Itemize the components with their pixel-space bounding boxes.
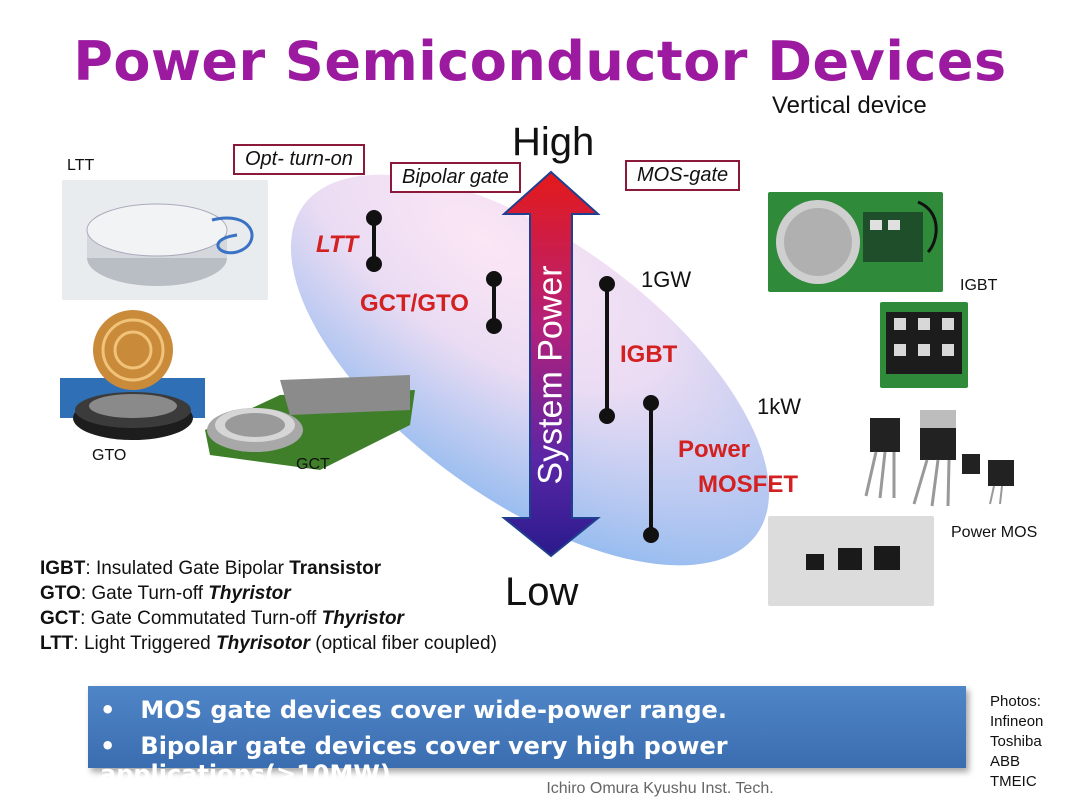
power-level-1kw: 1kW xyxy=(757,394,801,419)
mosfet-range-bar xyxy=(643,395,659,543)
igbt-device-label: IGBT xyxy=(620,341,678,368)
power-level-1gw: 1GW xyxy=(641,267,692,292)
legend-row: IGBT: Insulated Gate Bipolar Transistor xyxy=(40,558,382,579)
ltt-device-label: LTT xyxy=(316,231,359,258)
gct-gto-device-label: GCT/GTO xyxy=(360,290,469,317)
gct-photo xyxy=(205,375,415,470)
summary-bullet: • MOS gate devices cover wide-power rang… xyxy=(100,696,727,724)
gto-photo-label: GTO xyxy=(92,447,127,464)
igbt-module-photo xyxy=(880,302,968,388)
opt-turn-on-box: Opt- turn-on xyxy=(233,144,365,175)
mos-gate-box: MOS-gate xyxy=(625,160,741,191)
igbt-stack-photo xyxy=(768,192,943,292)
summary-box: • MOS gate devices cover wide-power rang… xyxy=(88,686,966,788)
gct-photo-label: GCT xyxy=(296,456,330,473)
power-mosfet-label-line1: Power xyxy=(678,436,751,463)
credits-heading: Photos: xyxy=(990,693,1041,710)
ltt-range-bar xyxy=(366,210,382,272)
to220-transistors-photo xyxy=(852,408,1027,508)
credit-item: Toshiba xyxy=(990,733,1042,750)
power-mos-photo-label: Power MOS xyxy=(951,524,1038,541)
gct-gto-range-bar xyxy=(486,271,502,334)
axis-low-label: Low xyxy=(505,570,579,614)
author-footer: Ichiro Omura Kyushu Inst. Tech. xyxy=(546,780,774,797)
credit-item: Infineon xyxy=(990,713,1044,730)
legend-row: GTO: Gate Turn-off Thyristor xyxy=(40,583,291,604)
credit-item: TMEIC xyxy=(990,773,1037,790)
page-title: Power Semiconductor Devices xyxy=(73,30,1007,93)
summary-bullet: • Bipolar gate devices cover very high p… xyxy=(100,732,728,788)
power-mosfet-label-line2: MOSFET xyxy=(698,471,798,498)
ltt-photo xyxy=(62,180,268,300)
igbt-range-bar xyxy=(599,276,615,424)
axis-high-label: High xyxy=(512,120,595,164)
legend-row: LTT: Light Triggered Thyrisotor (optical… xyxy=(40,633,497,654)
system-power-arrow xyxy=(501,170,601,558)
smd-mosfet-photo xyxy=(768,516,934,606)
ltt-photo-label: LTT xyxy=(67,157,95,174)
igbt-photo-label: IGBT xyxy=(960,277,998,294)
bipolar-gate-box: Bipolar gate xyxy=(390,162,521,193)
legend-row: GCT: Gate Commutated Turn-off Thyristor xyxy=(40,608,404,629)
abbreviation-legend: IGBT: Insulated Gate Bipolar Transistor … xyxy=(40,556,497,656)
vertical-device-label: Vertical device xyxy=(772,92,927,119)
photo-credits: Photos: Infineon Toshiba ABB TMEIC xyxy=(990,692,1043,792)
credit-item: ABB xyxy=(990,753,1021,770)
gto-photo xyxy=(60,306,205,450)
axis-system-power-label: System Power xyxy=(531,265,570,485)
